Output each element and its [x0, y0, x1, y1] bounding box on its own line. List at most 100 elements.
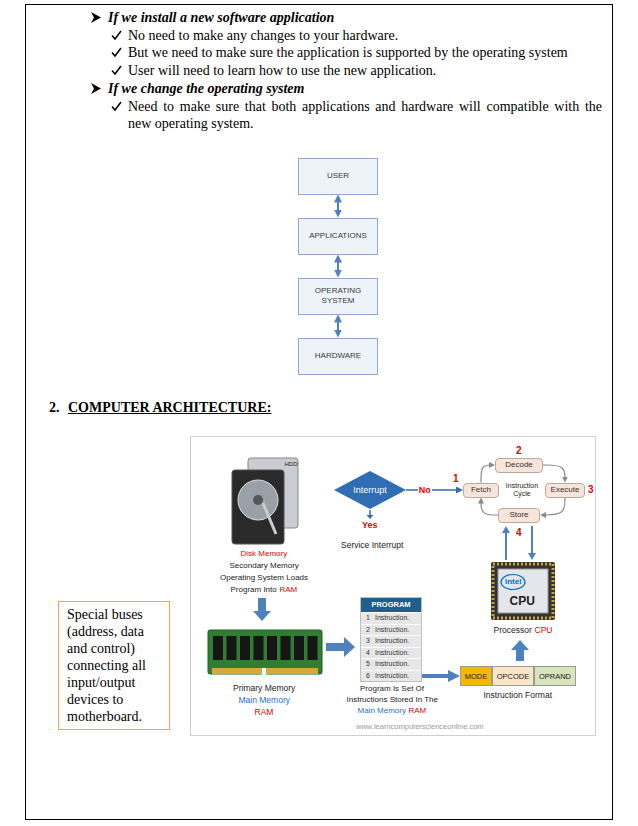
caption: Operating System Loads [220, 573, 308, 583]
bullet-heading: If we install a new software application [108, 9, 334, 26]
layer-box: APPLICATIONS [298, 218, 378, 255]
node-text: Interrupt [353, 485, 387, 495]
watermark: www.learncomputerscienceonline.com [356, 722, 484, 731]
layer-box: OPERATING SYSTEM [298, 278, 378, 315]
connector-arrow [543, 498, 565, 516]
format-field: OPRAND [534, 666, 576, 686]
connector-arrow [406, 489, 460, 491]
bullet-text: But we need to make sure the application… [128, 44, 568, 61]
row-number: 5 [361, 659, 375, 670]
check-mark-part [112, 31, 121, 39]
row-text: Instruction. [375, 659, 413, 670]
check-mark-part [112, 66, 121, 74]
cpu-chip-picture-part [498, 569, 548, 613]
ram-stick-picture-part [254, 636, 264, 660]
cpu-store-arrows [502, 526, 536, 560]
interrupt-yes-arrow [367, 510, 374, 519]
step-number: 2 [516, 445, 522, 457]
hard-disk-picture-part [263, 503, 276, 534]
section-number: 2. [49, 399, 60, 416]
check-mark-part [112, 48, 121, 56]
bullet-text: No need to make any changes to your hard… [128, 27, 398, 44]
caption: Secondary Memory [230, 561, 299, 571]
cycle-step: Fetch [463, 483, 499, 498]
cycle-step: Decode [495, 458, 543, 473]
connector-arrow [422, 674, 454, 678]
caption: Processor [494, 625, 532, 635]
caption: RAM [255, 707, 274, 717]
bullet-arrow-part [91, 83, 101, 94]
row-number: 1 [361, 613, 375, 624]
layer-box: USER [298, 158, 378, 195]
cpu-chip-picture-part [493, 564, 553, 618]
program-table: PROGRAM1Instruction.2Instruction.3Instru… [360, 597, 422, 682]
format-field: OPCODE [492, 666, 534, 686]
ram-stick-picture-part [240, 636, 250, 660]
node-text: Store [509, 511, 528, 520]
connector-arrow [337, 259, 339, 274]
chip-logo: intel [505, 577, 521, 587]
row-text: Instruction. [375, 636, 413, 647]
cpu-store-arrows-part [528, 553, 536, 560]
hard-disk-picture [232, 458, 298, 544]
table-row: 2Instruction. [361, 624, 421, 636]
node-text: HARDWARE [315, 351, 361, 361]
caption: RAM [280, 585, 298, 595]
row-text: Instruction. [375, 625, 413, 636]
load-arrow-part [253, 598, 271, 621]
caption: Instruction Format [484, 690, 553, 700]
edge-label: No [418, 485, 432, 495]
caption: Program Into [231, 585, 277, 595]
cpu-chip-picture [491, 562, 555, 620]
ram-stick-picture-part [308, 636, 318, 660]
ram-stick-picture [208, 630, 322, 675]
bullet-arrow [91, 12, 101, 94]
format-to-cpu-arrow-part [511, 640, 529, 661]
caption: Main Memory [239, 695, 290, 705]
node-text: OPERATING SYSTEM [305, 286, 371, 305]
bullet-arrow-part [91, 12, 101, 23]
table-header: PROGRAM [361, 598, 421, 612]
bullet-heading: If we change the operating system [108, 80, 304, 97]
drive-label: HDD [285, 461, 298, 468]
ram-stick-picture-part [208, 630, 322, 674]
ram-stick-picture-part [281, 636, 291, 660]
format-field: MODE [460, 666, 492, 686]
bullet-text: Need to make sure that both applications… [128, 98, 602, 132]
row-number: 3 [361, 636, 375, 647]
caption: Primary Memory [233, 683, 295, 693]
caption: Disk Memory [241, 549, 288, 559]
cpu-store-arrows-part [531, 526, 533, 553]
node-text: Execute [551, 486, 580, 495]
cpu-chip-picture-part [491, 562, 555, 620]
hard-disk-picture-part [253, 495, 263, 505]
cpu-store-arrows-part [502, 526, 510, 533]
hard-disk-picture-part [232, 470, 284, 544]
connector-arrow [337, 319, 339, 334]
node-text: OPRAND [539, 672, 571, 681]
row-number: 2 [361, 625, 375, 636]
ram-stick-picture-part [212, 668, 318, 674]
cycle-step: Store [498, 508, 540, 523]
cpu-chip-picture-part [501, 575, 525, 590]
ram-stick-picture-part [294, 636, 304, 660]
row-text: Instruction. [375, 671, 413, 682]
layer-box: HARDWARE [298, 338, 378, 375]
cpu-store-arrows-part [505, 533, 507, 560]
node-text: APPLICATIONS [309, 231, 367, 241]
table-row: 6Instruction. [361, 670, 421, 682]
connector-arrow [337, 199, 339, 214]
diamond-fill [334, 471, 406, 509]
table-row: 3Instruction. [361, 635, 421, 647]
step-number: 3 [588, 484, 594, 496]
caption: CPU [535, 625, 553, 635]
illustration-frame [191, 437, 596, 736]
chip-label: CPU [510, 594, 535, 608]
node-text: Special buses (address, data and control… [67, 606, 161, 725]
format-to-cpu-arrow [511, 640, 529, 661]
caption: RAM [409, 706, 427, 716]
table-row: 4Instruction. [361, 647, 421, 659]
bullet-text: User will need to learn how to use the n… [128, 62, 436, 79]
step-number: 4 [516, 527, 522, 539]
cycle-title: Instruction Cycle [503, 482, 541, 499]
